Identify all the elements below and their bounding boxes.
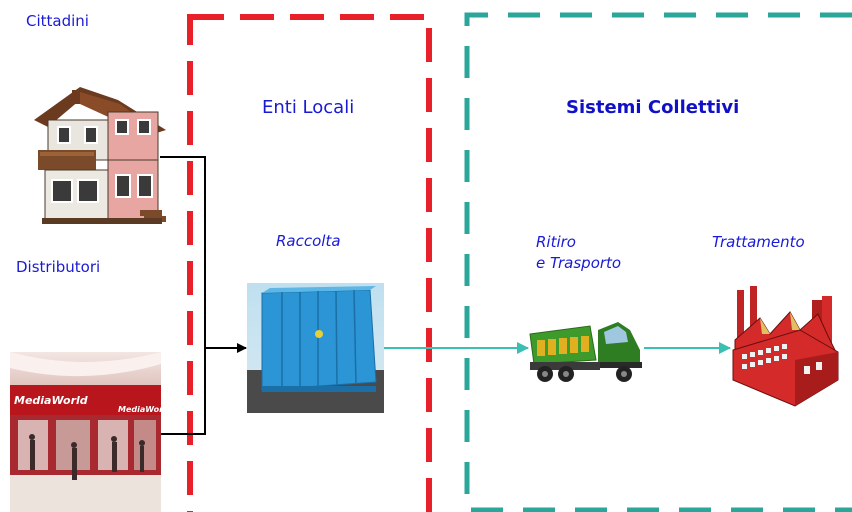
store-sign-left: MediaWorld (14, 394, 88, 407)
sistemi-collettivi-box (464, 12, 852, 512)
label-cittadini: Cittadini (26, 12, 89, 30)
house-icon (34, 87, 166, 224)
factory-icon (732, 286, 839, 407)
enti-locali-box (187, 14, 432, 512)
label-distributori: Distributori (16, 258, 101, 276)
label-raccolta: Raccolta (276, 232, 341, 250)
label-ritiro-line2: e Trasporto (536, 254, 622, 272)
store-sign-right: MediaWorld (118, 405, 172, 414)
label-ritiro-line1: Ritiro (536, 233, 576, 251)
label-sistemi-collettivi: Sistemi Collettivi (566, 97, 740, 118)
label-trattamento: Trattamento (712, 233, 805, 251)
label-enti-locali: Enti Locali (262, 97, 355, 118)
truck-icon (529, 322, 642, 382)
container-icon (247, 283, 384, 413)
store-photo: MediaWorld MediaWorld (10, 352, 172, 512)
source-connectors (160, 156, 247, 435)
